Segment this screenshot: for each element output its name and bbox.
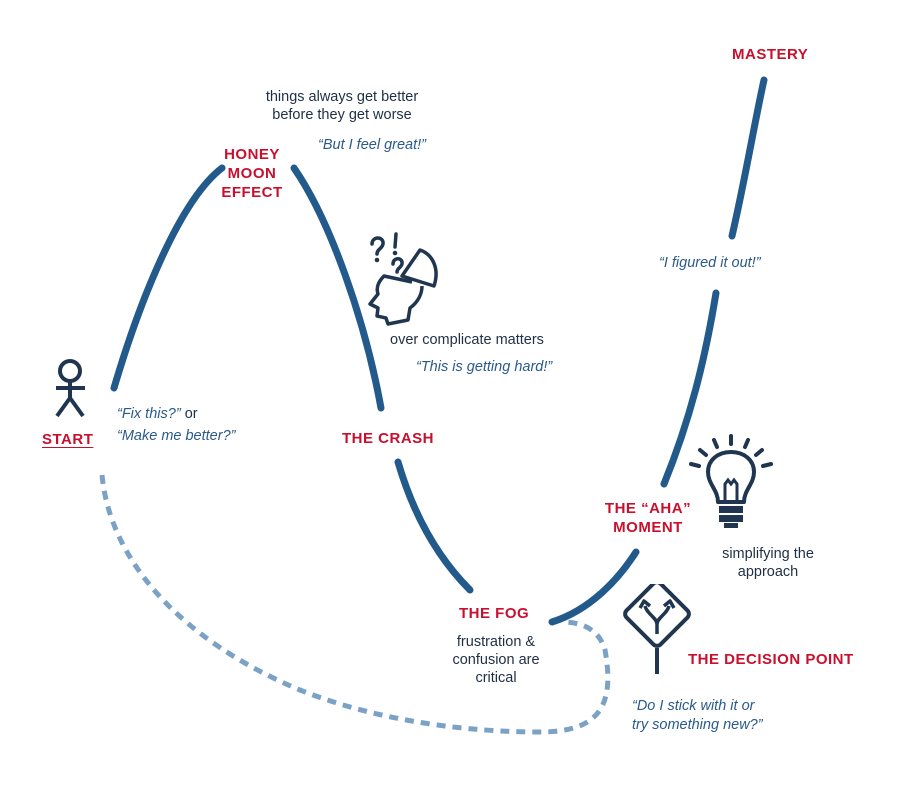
- honeymoon-quote: “But I feel great!”: [318, 137, 426, 153]
- fog-desc-line2: confusion are: [452, 652, 540, 668]
- fog-descent-curve: [394, 458, 474, 594]
- lightbulb-icon: [686, 434, 776, 537]
- honeymoon-desc-line1: things always get better: [265, 89, 419, 105]
- honeymoon-rise-curve: [110, 164, 226, 392]
- aha-description: simplifying the approach: [703, 545, 833, 581]
- stick-figure-icon: [52, 358, 92, 427]
- aha-desc-line1: simplifying the: [722, 546, 814, 562]
- honeymoon-label-line3: EFFECT: [221, 184, 283, 201]
- decision-quote: “Do I stick with it or try something new…: [632, 697, 763, 735]
- fog-label: THE FOG: [459, 605, 530, 622]
- start-quote-line2: “Make me better?”: [117, 428, 236, 444]
- start-quote-line1: “Fix this?” or: [117, 405, 198, 424]
- fog-desc-line1: frustration &: [456, 634, 536, 650]
- dashed-loop-path: [99, 474, 611, 735]
- start-label: START: [42, 431, 94, 448]
- confused-head-icon: [366, 230, 440, 331]
- honeymoon-label: HONEY MOON EFFECT: [212, 145, 292, 202]
- decision-quote-line2: try something new?”: [632, 717, 763, 733]
- mastery-label: MASTERY: [732, 46, 809, 63]
- aha-desc-line2: approach: [737, 564, 799, 580]
- crash-descent-curve: [290, 164, 385, 412]
- start-quote-or: or: [184, 406, 198, 422]
- honeymoon-description: things always get better before they get…: [242, 88, 442, 124]
- fog-desc-line3: critical: [475, 670, 517, 686]
- decision-quote-line1: “Do I stick with it or: [632, 698, 755, 714]
- mastery-climb-curve-upper: [728, 76, 768, 240]
- mastery-climb-curve-lower: [660, 289, 720, 488]
- mastery-quote: “I figured it out!”: [659, 255, 761, 271]
- crash-description: over complicate matters: [390, 332, 544, 348]
- aha-label-line2: MOMENT: [613, 519, 683, 536]
- aha-label: THE “AHA” MOMENT: [592, 499, 704, 537]
- aha-label-line1: THE “AHA”: [604, 500, 692, 517]
- honeymoon-label-line1: HONEY: [224, 146, 280, 163]
- crash-quote: “This is getting hard!”: [416, 359, 553, 375]
- honeymoon-desc-line2: before they get worse: [272, 107, 412, 123]
- start-quote-fix: “Fix this?”: [117, 406, 181, 422]
- decision-point-label: THE DECISION POINT: [688, 651, 854, 668]
- aha-climb-curve: [548, 548, 640, 626]
- fork-road-sign-icon: [619, 580, 695, 681]
- crash-label: THE CRASH: [342, 430, 435, 447]
- honeymoon-label-line2: MOON: [227, 165, 277, 182]
- fog-description: frustration & confusion are critical: [440, 633, 552, 687]
